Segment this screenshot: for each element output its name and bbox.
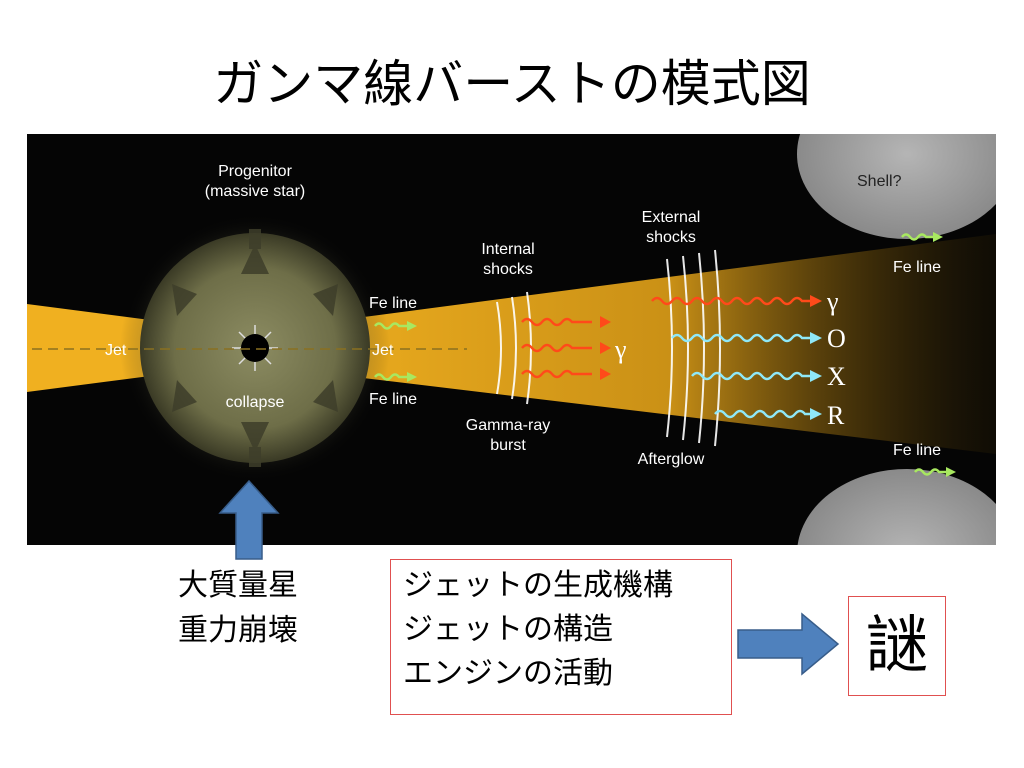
- fe-wave-shell-bottom: [914, 468, 947, 476]
- label-internal-shocks-2: shocks: [483, 261, 533, 278]
- label-progenitor-1: Progenitor: [218, 163, 292, 180]
- fe-wave-lower: [374, 373, 407, 381]
- progenitor-note-line2: 重力崩壊: [178, 613, 298, 648]
- afterglow-gamma-wave: [651, 296, 812, 306]
- label-afterglow: Afterglow: [638, 451, 705, 468]
- question-jet-formation: ジェットの生成機構: [403, 568, 673, 603]
- progenitor-note: 大質量星 重力崩壊: [178, 563, 298, 653]
- shell-top: [797, 134, 996, 239]
- label-progenitor-2: (massive star): [205, 183, 305, 200]
- open-questions-box: ジェットの生成機構 ジェットの構造 エンジンの活動: [390, 559, 732, 715]
- label-collapse: collapse: [226, 394, 285, 411]
- slide-title: ガンマ線バーストの模式図: [213, 55, 811, 113]
- label-jet-right: Jet: [372, 342, 394, 359]
- fe-wave-upper: [374, 322, 407, 330]
- grb-diagram: Progenitor (massive star) Jet Jet collap…: [27, 134, 996, 545]
- label-fe-line-shell-bottom: Fe line: [893, 442, 941, 459]
- afterglow-radio-wave: [714, 409, 813, 419]
- collapse-arrows: [172, 229, 338, 467]
- label-fe-line-lower: Fe line: [369, 391, 417, 408]
- label-gamma-internal: γ: [614, 335, 627, 364]
- enigma-box: 謎: [848, 596, 946, 696]
- afterglow-optical-wave: [671, 333, 810, 343]
- afterglow-xray-wave: [691, 371, 810, 381]
- internal-gamma-waves: [521, 317, 592, 379]
- label-xray: X: [827, 362, 846, 391]
- label-radio: R: [827, 401, 845, 430]
- label-fe-line-upper: Fe line: [369, 295, 417, 312]
- label-fe-line-shell-top: Fe line: [893, 259, 941, 276]
- label-external-shocks-2: shocks: [646, 229, 696, 246]
- label-jet-left: Jet: [105, 342, 127, 359]
- jet-cone-right: [272, 234, 996, 454]
- shell-bottom: [797, 469, 996, 545]
- right-arrow: [737, 612, 840, 676]
- label-gamma-ray-burst-2: burst: [490, 437, 526, 454]
- question-engine-activity: エンジンの活動: [403, 656, 613, 691]
- label-internal-shocks-1: Internal: [481, 241, 534, 258]
- label-optical: O: [827, 324, 846, 353]
- question-jet-structure: ジェットの構造: [403, 612, 613, 647]
- label-shell: Shell?: [857, 173, 902, 190]
- fe-wave-shell-top: [901, 233, 934, 241]
- label-gamma-ray-burst-1: Gamma-ray: [466, 417, 550, 434]
- progenitor-note-line1: 大質量星: [178, 568, 298, 603]
- external-shock-arcs: [666, 249, 721, 447]
- up-arrow: [218, 479, 280, 560]
- label-gamma-external: γ: [826, 287, 839, 316]
- label-external-shocks-1: External: [642, 209, 701, 226]
